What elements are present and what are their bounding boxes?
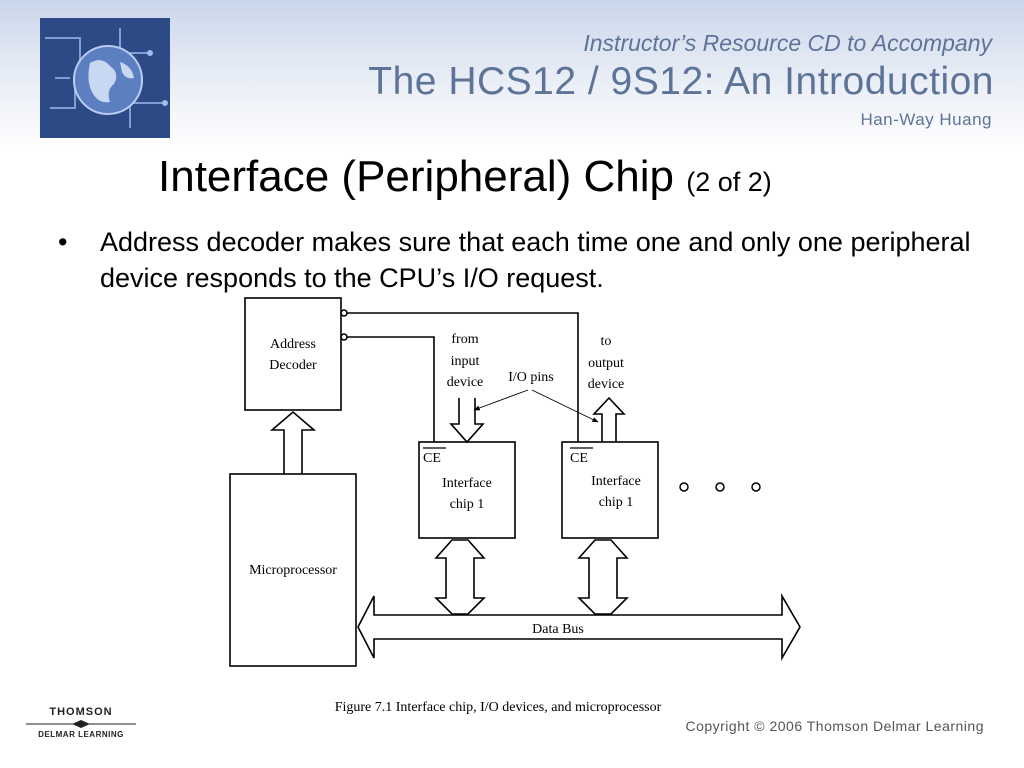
to-output-label-3: device (588, 377, 625, 392)
chip1-label-1: Interface (442, 476, 492, 491)
globe-circuit-icon (40, 18, 170, 138)
address-decoder-label-2: Decoder (269, 358, 317, 373)
publisher-logo-bottom: DELMAR LEARNING (38, 730, 124, 739)
decoder-output-bubble-1 (340, 309, 348, 317)
slide-title: Interface (Peripheral) Chip (2 of 2) (158, 152, 772, 202)
bullet-text: Address decoder makes sure that each tim… (100, 227, 971, 293)
chip1-ce-label: CE (423, 451, 441, 466)
chip2-label-2: chip 1 (599, 495, 634, 510)
io-pins-pointer-right (531, 389, 599, 423)
from-input-label-1: from (451, 332, 478, 347)
input-device-arrow (449, 398, 485, 444)
io-pins-pointer-left (473, 389, 529, 411)
publisher-logo-top: THOMSON (49, 706, 113, 718)
data-bus-label: Data Bus (532, 622, 584, 637)
to-output-label-1: to (601, 334, 612, 349)
microprocessor-box (229, 473, 357, 667)
chip1-bus-arrow (434, 539, 486, 615)
chip1-label-2: chip 1 (450, 497, 485, 512)
data-bus-arrow (357, 593, 801, 661)
figure-caption: Figure 7.1 Interface chip, I/O devices, … (335, 700, 662, 715)
chip2-bus-arrow (577, 539, 629, 615)
ce-line-chip2 (347, 312, 579, 442)
output-device-arrow (592, 396, 626, 442)
publisher-logo: THOMSON DELMAR LEARNING (26, 706, 136, 739)
chip2-label-1: Interface (591, 474, 641, 489)
publisher-logo-star-icon (26, 720, 136, 728)
to-output-label-2: output (588, 356, 624, 371)
address-decoder-box (244, 297, 342, 411)
book-cover-logo (40, 18, 170, 138)
copyright-notice: Copyright © 2006 Thomson Delmar Learning (685, 718, 984, 734)
more-chips-ellipsis (679, 482, 761, 492)
from-input-label-2: input (451, 354, 480, 369)
bullet-item: • Address decoder makes sure that each t… (58, 224, 998, 296)
header-subtitle: Instructor’s Resource CD to Accompany (583, 30, 992, 56)
interface-chip-1-box (418, 441, 516, 539)
interface-chip-2-box (561, 441, 659, 539)
chip2-ce-label: CE (570, 451, 588, 466)
bullet-dot: • (58, 227, 68, 257)
io-pins-label: I/O pins (508, 370, 554, 385)
ce-line-chip1 (347, 336, 435, 442)
microprocessor-label: Microprocessor (249, 563, 337, 578)
address-bus-arrow (269, 410, 317, 474)
slide-title-main: Interface (Peripheral) Chip (158, 152, 675, 201)
header-banner (0, 0, 1024, 150)
header-book-title: The HCS12 / 9S12: An Introduction (368, 60, 994, 103)
address-decoder-label-1: Address (270, 337, 316, 352)
from-input-label-3: device (447, 375, 484, 390)
decoder-output-bubble-2 (340, 333, 348, 341)
slide-title-sub: (2 of 2) (686, 167, 772, 197)
header-author: Han-Way Huang (860, 110, 992, 129)
